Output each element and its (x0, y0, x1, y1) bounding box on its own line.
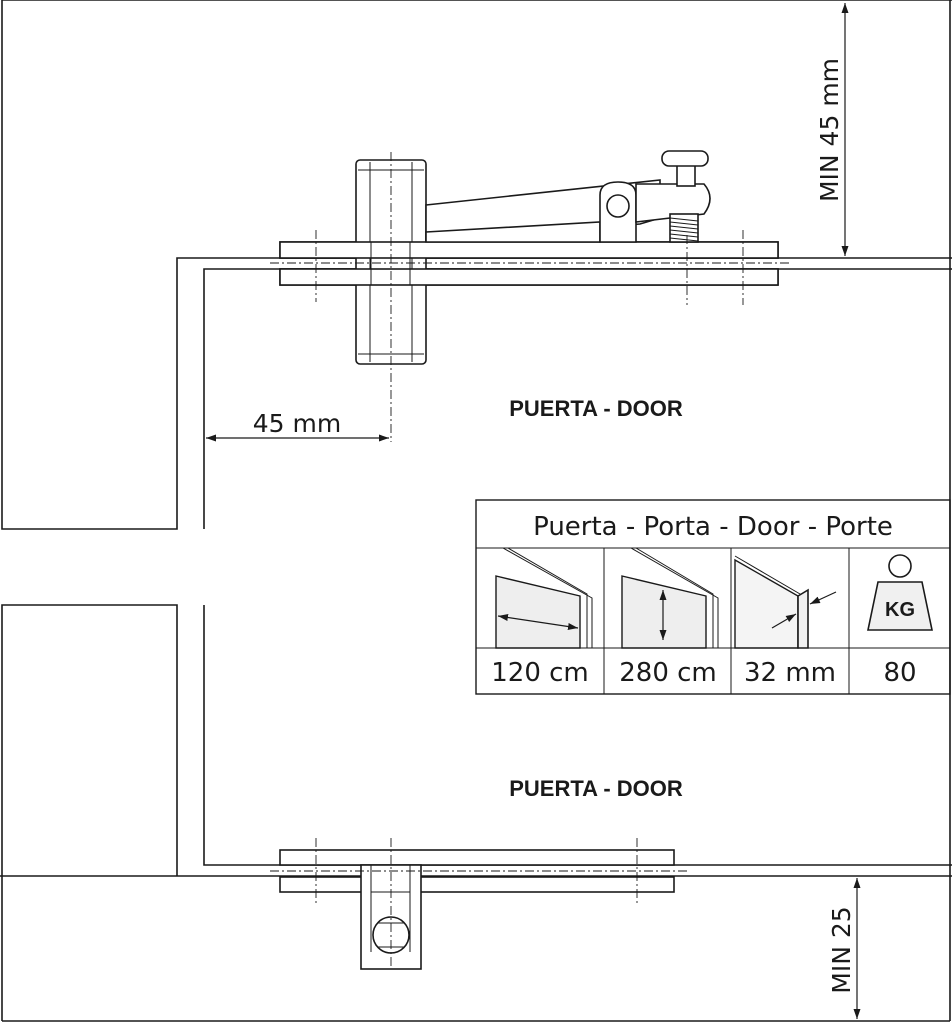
spec-height-value: 280 cm (619, 658, 717, 688)
weight-kg-icon: KG (867, 554, 933, 631)
dim-min25-text: MIN 25 (827, 906, 856, 993)
dimension-min-45mm: MIN 45 mm (815, 3, 849, 256)
dimension-45mm: 45 mm (206, 409, 389, 442)
spec-thickness-value: 32 mm (744, 658, 836, 688)
door-height-icon (621, 547, 719, 649)
spec-table: Puerta - Porta - Door - Porte KG (475, 499, 951, 695)
bottom-plate-upper (279, 849, 675, 866)
spec-width-value: 120 cm (491, 658, 589, 688)
door-label-upper: PUERTA - DOOR (509, 396, 683, 421)
door-width-icon (495, 547, 593, 649)
bottom-plate-lower (279, 876, 675, 893)
top-pivot-hinge (270, 150, 790, 442)
door-thickness-icon (734, 555, 837, 649)
adjust-knob (661, 150, 709, 167)
bottom-pivot (270, 838, 690, 970)
dim-min45-text: MIN 45 mm (815, 58, 844, 202)
dim-45mm-text: 45 mm (253, 409, 341, 438)
kg-icon-text: KG (885, 599, 915, 621)
dimension-min-25: MIN 25 (827, 878, 861, 1019)
door-label-lower: PUERTA - DOOR (509, 776, 683, 801)
table-title: Puerta - Porta - Door - Porte (533, 512, 893, 542)
spec-weight-value: 80 (883, 658, 916, 688)
